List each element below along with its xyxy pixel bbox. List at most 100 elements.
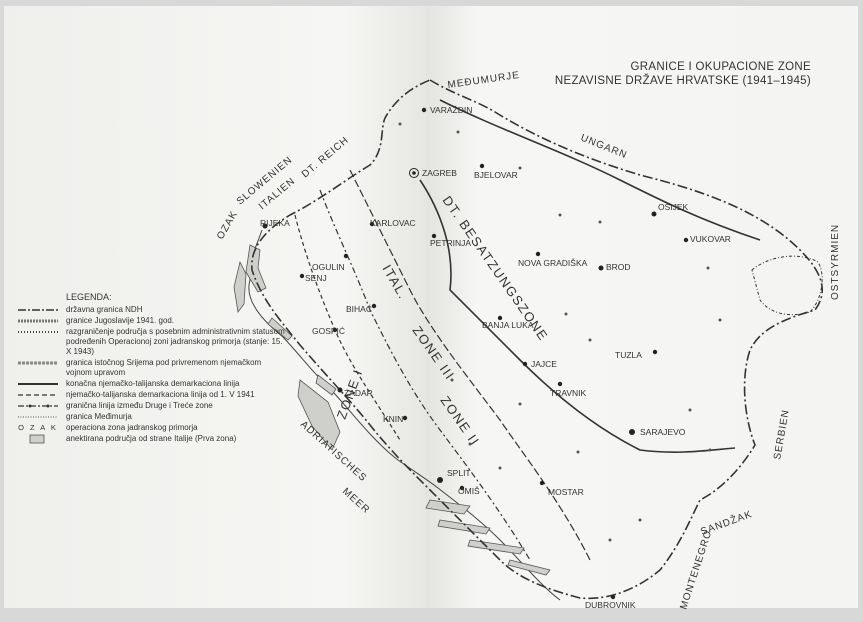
zone-ii: ZONE II xyxy=(438,393,483,449)
city-gospic: GOSPIĆ xyxy=(312,326,345,336)
svg-text:NOVA GRADIŠKA: NOVA GRADIŠKA xyxy=(518,258,588,268)
legend-text: njemačko-talijanska demarkaciona linija … xyxy=(66,390,255,399)
svg-text:BJELOVAR: BJELOVAR xyxy=(474,170,518,180)
city-dubrovnik: DUBROVNIK xyxy=(585,594,636,610)
legend-item: državna granica NDH xyxy=(16,305,286,315)
legend-text: granica Međimurja xyxy=(66,412,132,421)
region-ozak: OZAK xyxy=(215,209,240,242)
legend-text: operaciona zona jadranskog primorja xyxy=(66,423,198,432)
svg-text:MOSTAR: MOSTAR xyxy=(548,487,584,497)
city-jajce: JAJCE xyxy=(522,359,557,369)
svg-text:RIJEKA: RIJEKA xyxy=(260,218,290,228)
city-zagreb: ZAGREB xyxy=(409,168,457,178)
rivers xyxy=(419,99,761,453)
city-brod: BROD xyxy=(598,262,631,272)
right-page xyxy=(426,6,858,608)
line-zone2-zone3 xyxy=(319,189,531,561)
legend-symbol-zone-boundary xyxy=(18,404,58,408)
legend-text: granica istočnog Srijema pod privremenom… xyxy=(66,358,262,377)
legend-text: razgraničenje područja s posebnim admini… xyxy=(66,327,285,356)
svg-text:SARAJEVO: SARAJEVO xyxy=(640,427,686,437)
city-knin: KNIN xyxy=(383,414,408,424)
svg-text:BROD: BROD xyxy=(606,262,631,272)
region-labels: MEĐUMURJE UNGARN SLOWENIEN ITALIEN DT. R… xyxy=(215,70,841,611)
city-travnik: TRAVNIK xyxy=(550,381,587,398)
legend-item: razgraničenje područja s posebnim admini… xyxy=(16,327,286,357)
legend-item: njemačko-talijanska demarkaciona linija … xyxy=(16,390,286,400)
region-dt-reich: DT. REICH xyxy=(300,135,351,181)
svg-text:DUBROVNIK: DUBROVNIK xyxy=(585,600,636,610)
legend-item: granica istočnog Srijema pod privremenom… xyxy=(16,358,286,378)
legend-text: granice Jugoslavije 1941. god. xyxy=(66,316,175,325)
city-karlovac: KARLOVAC xyxy=(369,218,416,228)
svg-text:SENJ: SENJ xyxy=(305,273,327,283)
island-pag xyxy=(267,317,293,341)
legend-item: O Z A K operaciona zona jadranskog primo… xyxy=(16,423,286,433)
ostsyrmien-border xyxy=(751,255,823,316)
svg-text:ZADAR: ZADAR xyxy=(344,388,373,398)
legend-symbol-medjimurje-border xyxy=(18,416,58,418)
legend-heading: LEGENDA: xyxy=(66,292,112,302)
island-korcula xyxy=(467,539,525,555)
region-serbien: SERBIEN xyxy=(772,408,792,460)
island-mljet xyxy=(507,559,551,576)
svg-text:BANJA LUKA: BANJA LUKA xyxy=(482,320,534,330)
region-montenegro: MONTENEGRO xyxy=(678,529,714,611)
region-ungarn: UNGARN xyxy=(579,133,629,162)
island-krk xyxy=(245,244,267,293)
river-sava xyxy=(419,179,736,453)
legend-symbol-final-demarcation xyxy=(18,383,58,385)
legend-item: granica Međimurja xyxy=(16,412,286,422)
legend-text: granična linija između Druge i Treće zon… xyxy=(66,401,213,410)
left-page xyxy=(4,6,426,608)
city-bihac: BIHAĆ xyxy=(346,303,377,314)
legend-symbol-yugoslav-border xyxy=(18,319,58,323)
city-zadar: ZADAR xyxy=(337,387,373,398)
legend-symbol-ozak-text: O Z A K xyxy=(18,423,58,432)
line-final-german-italian xyxy=(349,169,591,561)
city-banja-luka: BANJA LUKA xyxy=(482,315,534,330)
map-title-line1: GRANICE I OKUPACIONE ZONE xyxy=(630,61,811,73)
svg-text:JAJCE: JAJCE xyxy=(531,359,557,369)
city-bjelovar: BJELOVAR xyxy=(474,163,518,180)
legend-item: anektirana područja od strane Italije (P… xyxy=(16,434,286,444)
island-ugljan xyxy=(315,374,337,396)
svg-text:BIHAĆ: BIHAĆ xyxy=(346,304,372,314)
svg-text:TUZLA: TUZLA xyxy=(615,350,642,360)
city-split: SPLIT xyxy=(437,468,471,483)
legend-symbol-1941-demarcation xyxy=(18,394,58,396)
minor-towns xyxy=(398,122,722,542)
island-hvar xyxy=(437,519,491,535)
city-tuzla: TUZLA xyxy=(615,349,658,360)
ndh-border xyxy=(251,79,824,600)
city-petrinja: PETRINJA xyxy=(430,233,471,248)
city-varazdin: VARAŽDIN xyxy=(421,105,472,115)
cities: VARAŽDIN ZAGREB BJELOVAR OSIJEK VUKOVAR … xyxy=(260,105,731,610)
legend-item: konačna njemačko-talijanska demarkaciona… xyxy=(16,379,286,389)
svg-text:SPLIT: SPLIT xyxy=(447,468,471,478)
legend: LEGENDA: državna granica NDH granice Jug… xyxy=(16,292,286,445)
svg-text:OSIJEK: OSIJEK xyxy=(658,202,689,212)
map-title-line2: NEZAVISNE DRŽAVE HRVATSKE (1941–1945) xyxy=(554,75,811,87)
city-rijeka: RIJEKA xyxy=(260,218,290,229)
legend-text: konačna njemačko-talijanska demarkaciona… xyxy=(66,379,240,388)
svg-text:VARAŽDIN: VARAŽDIN xyxy=(430,105,472,115)
city-sarajevo: SARAJEVO xyxy=(629,427,686,437)
city-nova-gradiska: NOVA GRADIŠKA xyxy=(518,251,588,268)
svg-text:KARLOVAC: KARLOVAC xyxy=(370,218,416,228)
legend-text: državna granica NDH xyxy=(66,305,143,314)
svg-text:VUKOVAR: VUKOVAR xyxy=(690,234,731,244)
region-medjumurje: MEĐUMURJE xyxy=(447,70,521,91)
legend-symbol-east-srijem-border xyxy=(18,361,58,365)
svg-text:KNIN: KNIN xyxy=(383,414,403,424)
coastline xyxy=(248,229,561,601)
legend-symbol-annexed-area xyxy=(29,434,45,444)
svg-text:ZAGREB: ZAGREB xyxy=(422,168,457,178)
city-ogulin: OGULIN xyxy=(312,253,349,272)
legend-symbol-ozak-delimitation xyxy=(18,331,58,333)
region-meer: MEER xyxy=(340,486,372,516)
island-cres xyxy=(233,260,247,313)
island-dugi xyxy=(297,379,341,451)
legend-symbol-ndh-border xyxy=(18,309,58,311)
